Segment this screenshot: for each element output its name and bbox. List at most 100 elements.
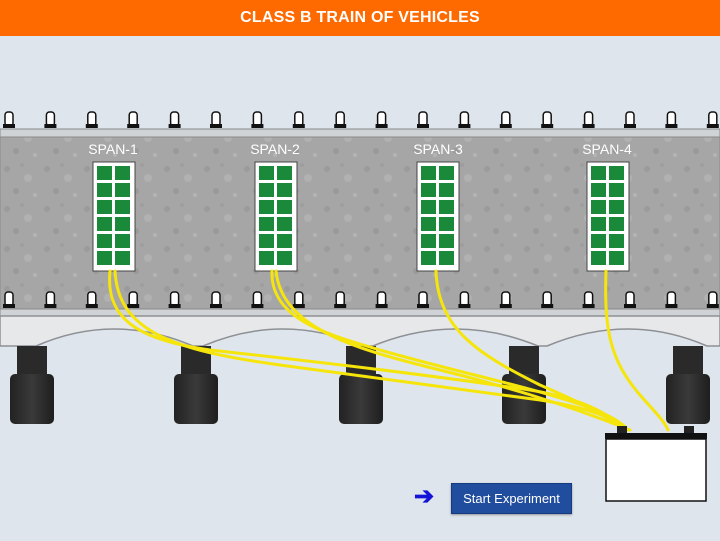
strain-gauge-panel [586, 161, 630, 272]
railing-post [624, 111, 636, 128]
railing-post [499, 111, 512, 128]
railing-post [127, 111, 140, 128]
span-label-4: SPAN-4 [582, 141, 632, 157]
gauge-cell [115, 234, 130, 248]
gauge-cell [277, 200, 292, 214]
gauge-cell [439, 166, 454, 180]
gauge-cell [115, 251, 130, 265]
gauge-cell [421, 166, 436, 180]
bottom-rail [0, 308, 720, 317]
railing-post [706, 291, 719, 308]
bridge-pier [174, 346, 218, 424]
railing-post [210, 111, 222, 128]
gauge-cell [277, 166, 292, 180]
gauge-cell [277, 234, 292, 248]
railing-post [499, 291, 512, 308]
gauge-cell [97, 183, 112, 197]
railing-post [44, 111, 57, 128]
gauge-cell [115, 166, 130, 180]
gauge-cell [591, 251, 606, 265]
gauge-cell [277, 251, 292, 265]
strain-gauge-panel [92, 161, 136, 272]
page-title: CLASS B TRAIN OF VEHICLES [240, 9, 480, 26]
sensor-wire [604, 269, 670, 432]
railing-post [541, 291, 554, 308]
gauge-cell [421, 234, 436, 248]
gauge-cell [277, 217, 292, 231]
gauge-cell [259, 183, 274, 197]
gauge-cell [97, 217, 112, 231]
gauge-cell [97, 251, 112, 265]
railing-post [127, 291, 140, 308]
railing-post [251, 111, 264, 128]
battery [605, 426, 707, 502]
railing-post [251, 291, 264, 308]
railing-post [665, 291, 678, 308]
bridge-pier [339, 346, 383, 424]
gauge-cell [259, 166, 274, 180]
top-rail [0, 128, 720, 138]
railing-post [582, 111, 595, 128]
gauge-cell [609, 217, 624, 231]
gauge-cell [591, 217, 606, 231]
railing-post [417, 291, 429, 308]
gauge-cell [277, 183, 292, 197]
railing-post [3, 291, 15, 308]
railing-post [3, 111, 15, 128]
railing-post [292, 111, 305, 128]
gauge-cell [439, 217, 454, 231]
gauge-cell [97, 234, 112, 248]
gauge-cell [259, 217, 274, 231]
gauge-cell [259, 200, 274, 214]
railing-post [375, 291, 388, 308]
sensor-wire [113, 269, 626, 432]
gauge-cell [591, 200, 606, 214]
railing-post [292, 291, 305, 308]
railing-post [541, 111, 554, 128]
gauge-cell [609, 200, 624, 214]
gauge-cell [609, 166, 624, 180]
railing-post [624, 291, 636, 308]
gauge-cell [439, 234, 454, 248]
gauge-cell [609, 183, 624, 197]
gauge-cell [97, 200, 112, 214]
railing-post [168, 291, 181, 308]
bridge-pier [666, 346, 710, 424]
gauge-cell [115, 217, 130, 231]
gauge-cell [591, 234, 606, 248]
railing-post [168, 111, 181, 128]
gauge-cell [439, 183, 454, 197]
gauge-cell [259, 234, 274, 248]
railing-post [85, 111, 98, 128]
railing-post [44, 291, 57, 308]
gauge-cell [421, 217, 436, 231]
railing-post [706, 111, 719, 128]
gauge-cell [591, 183, 606, 197]
railing-post [417, 111, 429, 128]
strain-gauge-panel [254, 161, 298, 272]
railing-post [85, 291, 98, 308]
gauge-cell [421, 200, 436, 214]
railing-post [334, 291, 347, 308]
span-label-1: SPAN-1 [88, 141, 138, 157]
gauge-cell [97, 166, 112, 180]
railing-post [458, 291, 471, 308]
gauge-cell [591, 166, 606, 180]
gauge-cell [421, 251, 436, 265]
gauge-cell [115, 183, 130, 197]
railing-post [665, 111, 678, 128]
gauge-cell [421, 183, 436, 197]
sensor-wire [274, 269, 632, 432]
gauge-cell [609, 234, 624, 248]
gauge-cell [115, 200, 130, 214]
gauge-cell [439, 251, 454, 265]
railing-post [375, 111, 388, 128]
header-bar: CLASS B TRAIN OF VEHICLES [0, 0, 720, 36]
gauge-cell [439, 200, 454, 214]
arrow-right-icon: ➔ [414, 483, 435, 510]
gauge-cell [259, 251, 274, 265]
start-experiment-button[interactable]: Start Experiment [451, 483, 572, 514]
span-label-2: SPAN-2 [250, 141, 300, 157]
railing-post [210, 291, 222, 308]
railing-post [582, 291, 595, 308]
